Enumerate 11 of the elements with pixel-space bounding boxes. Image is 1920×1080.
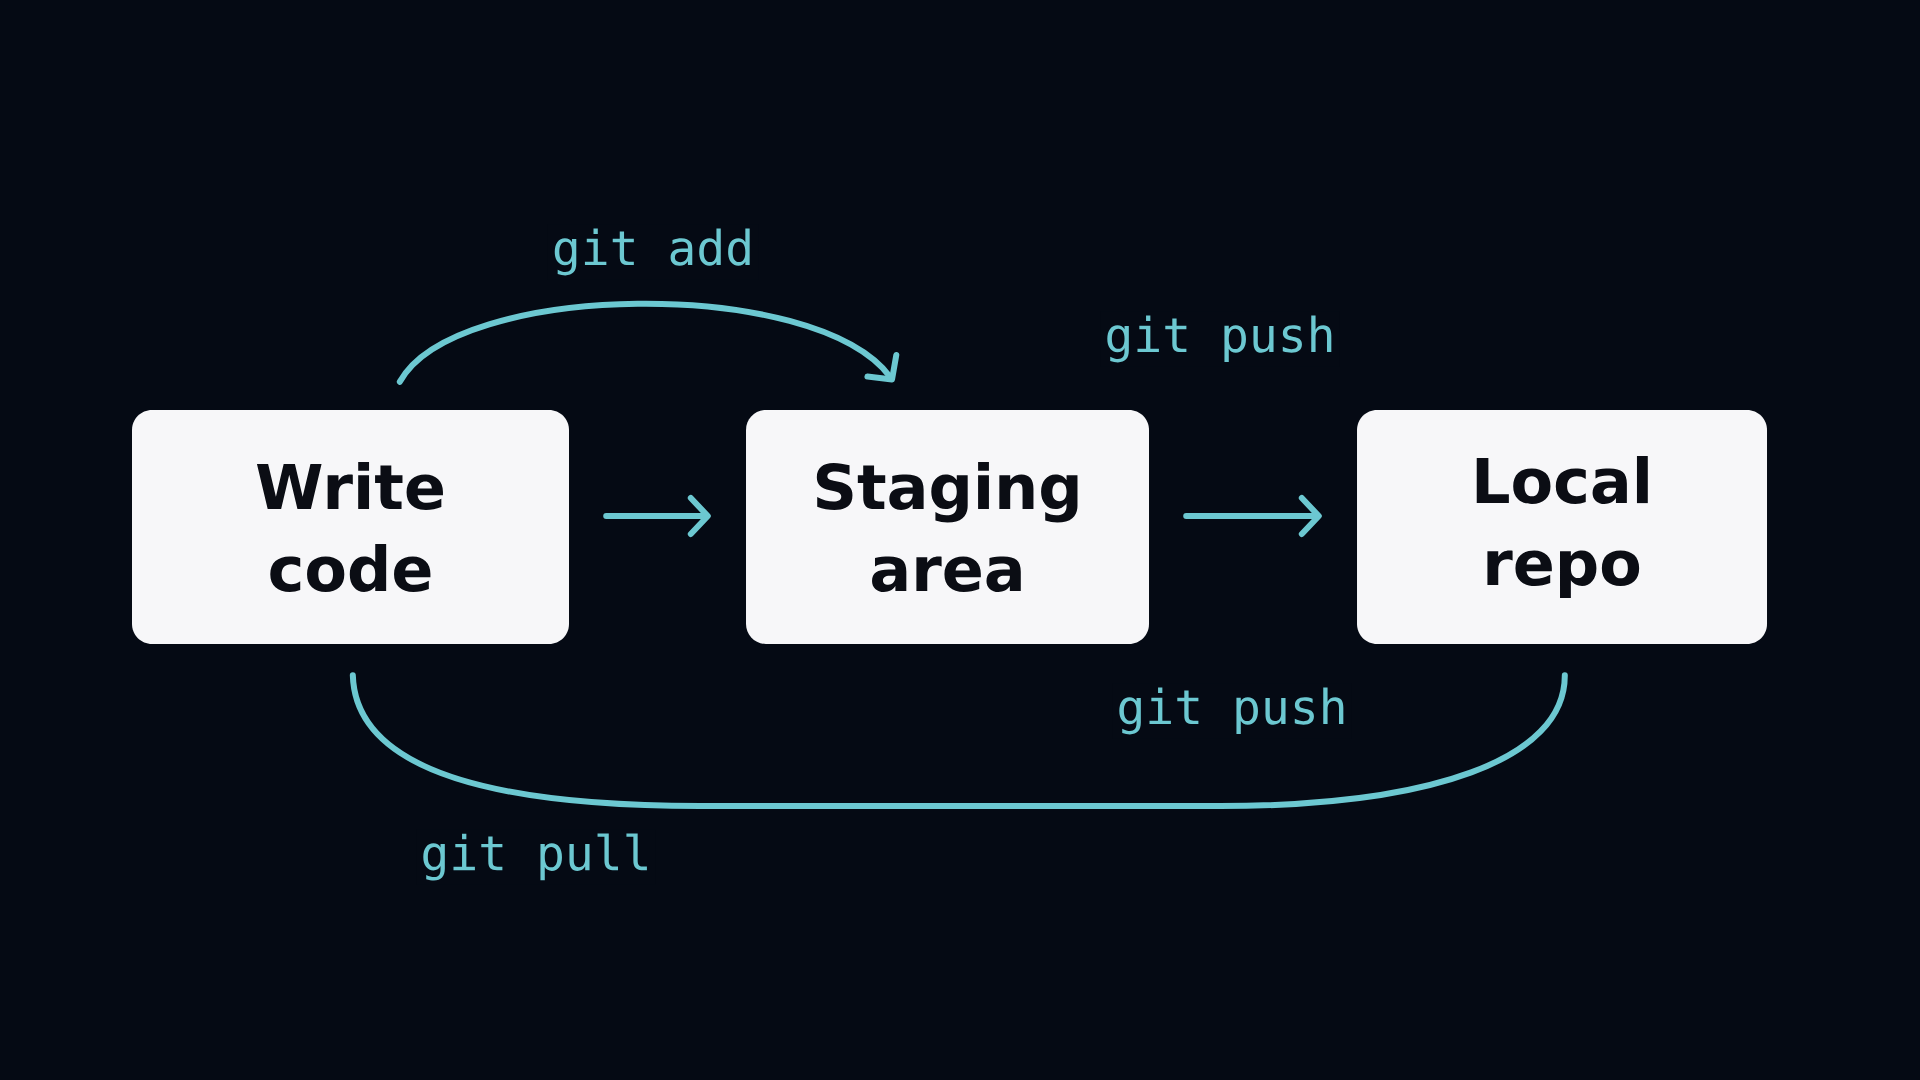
arrow — [396, 300, 900, 385]
arrow — [1183, 495, 1322, 537]
process-box: Staging area — [746, 410, 1149, 644]
curved-line — [349, 672, 1568, 809]
process-box: Write code — [132, 410, 569, 644]
command-label: git push — [1112, 683, 1352, 739]
edge-label: git add — [547, 224, 759, 280]
edge-label: git push — [1100, 311, 1340, 367]
process-box: Local repo — [1357, 410, 1767, 644]
arrow — [603, 495, 711, 537]
edge-label: git pull — [416, 829, 656, 885]
